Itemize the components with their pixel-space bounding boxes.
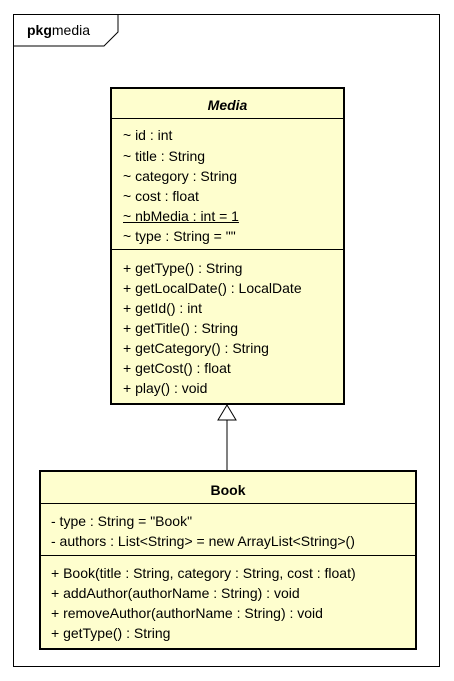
media-operation-getcategory: + getCategory() : String <box>123 340 269 356</box>
media-attribute-nbmedia: ~ nbMedia : int = 1 <box>123 208 239 224</box>
class-book[interactable]: Book - type : String = "Book" - authors … <box>39 470 417 650</box>
hollow-triangle-icon <box>217 404 237 421</box>
book-operation-gettype: + getType() : String <box>51 625 171 641</box>
media-operation-gettitle: + getTitle() : String <box>123 320 239 336</box>
class-book-name: Book <box>210 482 246 498</box>
package-name: media <box>51 22 91 38</box>
class-book-operations-divider <box>41 555 415 556</box>
book-operation-addauthor: + addAuthor(authorName : String) : void <box>51 585 300 601</box>
media-attribute-cost: ~ cost : float <box>123 188 199 204</box>
class-media-attributes-divider <box>112 118 343 119</box>
book-operation-removeauthor: + removeAuthor(authorName : String) : vo… <box>51 605 323 621</box>
media-attribute-title: ~ title : String <box>123 148 206 164</box>
media-attribute-category: ~ category : String <box>123 168 238 184</box>
class-media-operations-divider <box>112 249 343 250</box>
package-keyword: pkg <box>27 22 52 38</box>
class-media-name: Media <box>207 97 248 113</box>
media-operation-getcost: + getCost() : float <box>123 360 231 376</box>
class-book-attributes-divider <box>41 503 415 504</box>
media-operation-play: + play() : void <box>123 380 208 396</box>
media-operation-getlocaldate: + getLocalDate() : LocalDate <box>123 280 302 296</box>
package-label: pkgmedia <box>27 21 90 39</box>
package-frame <box>13 14 440 667</box>
book-attribute-type: - type : String = "Book" <box>51 513 193 529</box>
media-operation-getid: + getId() : int <box>123 300 202 316</box>
media-attribute-type: ~ type : String = "" <box>123 228 236 244</box>
book-attribute-authors: - authors : List<String> = new ArrayList… <box>51 533 355 549</box>
class-media[interactable]: Media ~ id : int ~ title : String ~ cate… <box>110 87 345 405</box>
media-operation-gettype: + getType() : String <box>123 260 243 276</box>
book-operation-constructor: + Book(title : String, category : String… <box>51 565 356 581</box>
media-attribute-id: ~ id : int <box>123 127 173 143</box>
